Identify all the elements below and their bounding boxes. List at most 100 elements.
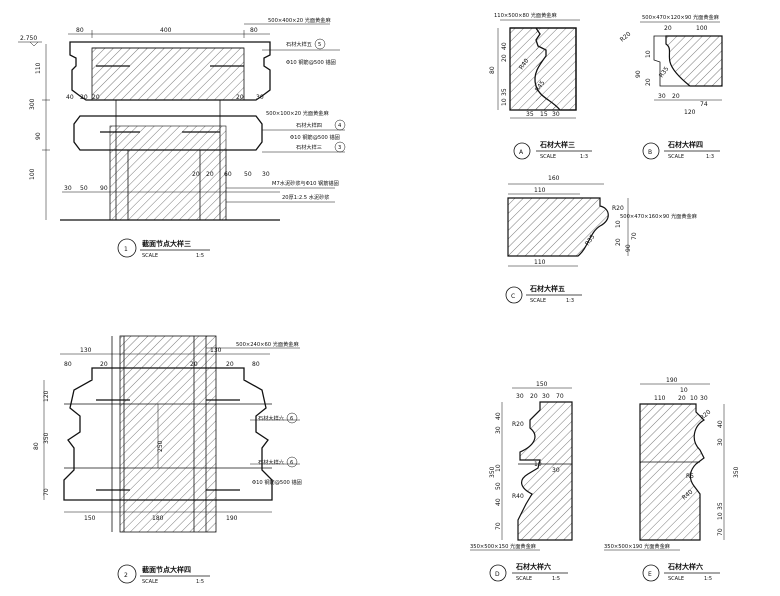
d-dim-11: 10 <box>495 464 502 472</box>
d-dim-12: 50 <box>495 482 502 490</box>
detail-2-scale-word: SCALE <box>142 579 158 585</box>
svg-text:4: 4 <box>338 123 342 129</box>
e-dim-12: 70 <box>717 528 724 536</box>
c-dim-7: 110 <box>534 259 546 266</box>
detail-e-title: 石材大样六 <box>667 562 703 571</box>
detail-2-section: 80 130 20 20 130 20 80 120 350 80 70 150… <box>33 335 302 585</box>
detail-2-scale: 1:5 <box>196 579 204 585</box>
c-r20: R20 <box>612 205 624 212</box>
e-dim-9: 350 <box>733 466 740 478</box>
d1-note-2: 石材大样五 <box>286 40 312 48</box>
d1-dim-mid-4: 20 <box>236 94 244 101</box>
e-dim-5: 10 <box>690 395 698 402</box>
detail-d-scale-word: SCALE <box>516 576 532 582</box>
e-dim-11: 10 <box>717 512 724 520</box>
d2-note-2: 石材大样六 <box>258 414 284 422</box>
d1-dim-mid-2: 20 <box>80 94 88 101</box>
c-spec: 500×470×160×90 光面黄金麻 <box>620 212 698 220</box>
b-dim-7: 20 <box>672 93 680 100</box>
d2-dim-bot-2: 180 <box>152 515 164 522</box>
detail-c: 160 110 R20 10 20 R35 500×470×160×90 光面黄… <box>505 175 698 304</box>
d-dim-3: 20 <box>530 393 538 400</box>
d1-dim-bot-1: 30 <box>64 185 72 192</box>
d-spec: 350×500×150 光面黄金麻 <box>470 542 537 550</box>
c-dim-2: 110 <box>534 187 546 194</box>
b-dim-4: 10 <box>645 50 652 58</box>
d1-note-8: M7水泥砂浆与Φ10 钢筋锚固 <box>272 179 339 187</box>
detail-c-scale-word: SCALE <box>530 298 546 304</box>
e-r5: R5 <box>686 473 694 480</box>
detail-b: 500×470×120×90 光面黄金麻 R20 20 100 90 R35 1… <box>619 13 723 160</box>
d-dim-5: 70 <box>556 393 564 400</box>
d1-note-4: 500×100×20 光面黄金麻 <box>266 109 329 117</box>
detail-b-scale: 1:3 <box>706 154 714 160</box>
detail-e-letter: E <box>648 571 652 578</box>
d1-note-7: 石材大样三 <box>296 143 322 151</box>
b-dim-2: 100 <box>696 25 708 32</box>
d1-dim-left-1: 110 <box>35 62 42 74</box>
e-dim-7: 40 <box>717 420 724 428</box>
d-dim-10: 350 <box>489 466 496 478</box>
b-r20: R20 <box>619 30 633 43</box>
detail-2-title: 截面节点大样四 <box>142 565 191 574</box>
b-spec: 500×470×120×90 光面黄金麻 <box>642 13 720 21</box>
b-dim-6: 30 <box>658 93 666 100</box>
e-dim-8: 30 <box>717 438 724 446</box>
detail-e-scale-word: SCALE <box>668 576 684 582</box>
d1-dim-mid-3: 20 <box>92 94 100 101</box>
detail-a-circle <box>513 142 531 160</box>
d-dim-6: 40 <box>495 412 502 420</box>
detail-b-circle <box>642 142 660 160</box>
c-dim-3: 10 <box>615 220 622 228</box>
detail-2-number-circle <box>117 564 137 584</box>
detail-d-scale: 1:5 <box>552 576 560 582</box>
d1-dim-top-left: 80 <box>76 27 84 34</box>
d1-dim-left-4: 100 <box>29 168 36 180</box>
detail-a-letter: A <box>519 149 524 156</box>
d1-dim-bot-4: 20 <box>192 171 200 178</box>
b-dim-5: 20 <box>645 78 652 86</box>
a-dim-8: 30 <box>552 111 560 118</box>
detail-d: 150 30 20 30 70 R20 40 30 10 30 350 R40 … <box>470 381 573 582</box>
a-dim-6: 35 <box>526 111 534 118</box>
detail-1-scale-word: SCALE <box>142 253 158 259</box>
detail-c-circle <box>505 286 523 304</box>
d1-dim-bot-8: 30 <box>262 171 270 178</box>
d2-dim-left-4: 70 <box>43 488 50 496</box>
e-dim-3: 110 <box>654 395 666 402</box>
d-dim-8: 10 <box>534 461 542 468</box>
a-dim-5: 10 <box>501 98 508 106</box>
d1-dim-bot-6: 50 <box>244 171 252 178</box>
d1-dim-bot-3: 90 <box>100 185 108 192</box>
d2-note-1: 500×240×60 光面黄金麻 <box>236 340 299 348</box>
d-dim-1: 150 <box>536 381 548 388</box>
c-dim-1: 160 <box>548 175 560 182</box>
e-dim-1: 190 <box>666 377 678 384</box>
detail-b-title: 石材大样四 <box>667 140 703 149</box>
d-r20: R20 <box>512 421 524 428</box>
d-dim-9: 30 <box>552 467 560 474</box>
detail-1-section: 2.750 80 400 80 110 300 9 <box>18 16 346 259</box>
d1-dim-bot-7: 20 <box>206 171 214 178</box>
d1-note-1: 500×400×20 光面黄金麻 <box>268 16 331 24</box>
svg-text:6: 6 <box>290 460 293 466</box>
detail-d-title: 石材大样六 <box>515 562 551 571</box>
d2-dim-mid: 250 <box>157 440 164 452</box>
c-dim-5: 70 <box>631 232 638 240</box>
detail-e-scale: 1:5 <box>704 576 712 582</box>
a-dim-1: 40 <box>501 42 508 50</box>
d2-note-3: 石材大样六 <box>258 458 284 466</box>
d1-dim-left-2: 300 <box>29 98 36 110</box>
detail-1-scale: 1:5 <box>196 253 204 259</box>
detail-a: 110×500×80 光面黄金麻 40 20 35 80 10 R40 R45 … <box>489 11 592 160</box>
detail-2-number: 2 <box>124 572 128 579</box>
detail-e: 190 10 110 20 10 30 R20 40 30 R5 R40 350… <box>604 377 740 582</box>
d2-dim-bot-3: 190 <box>226 515 238 522</box>
b-dim-9: 120 <box>684 109 696 116</box>
detail-b-scale-word: SCALE <box>668 154 684 160</box>
detail-1-number: 1 <box>124 246 128 253</box>
detail-e-circle <box>642 564 660 582</box>
a-dim-2: 20 <box>501 54 508 62</box>
d-dim-14: 70 <box>495 522 502 530</box>
